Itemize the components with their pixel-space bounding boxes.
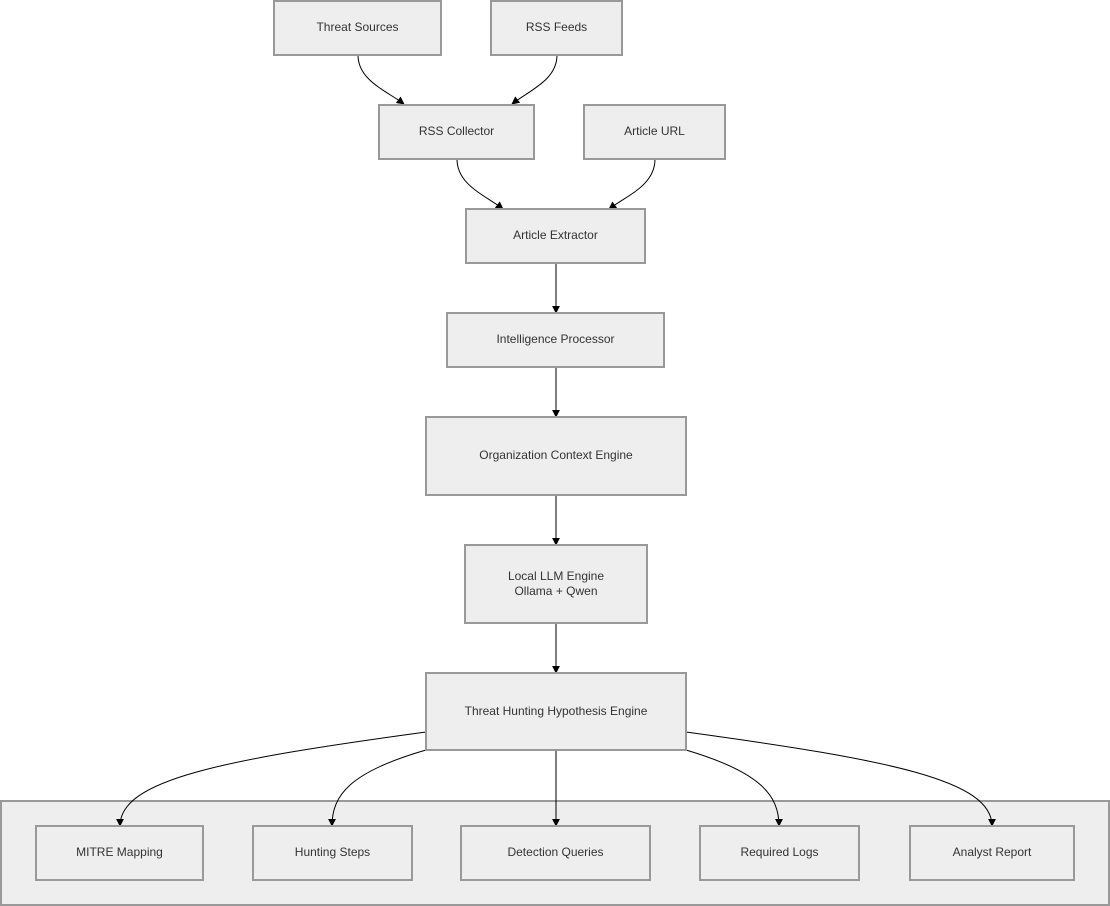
node-organization-context-engine[interactable]: Organization Context Engine xyxy=(425,416,687,496)
node-threat-sources[interactable]: Threat Sources xyxy=(273,0,442,56)
node-local-llm-engine[interactable]: Local LLM Engine Ollama + Qwen xyxy=(464,544,648,624)
node-label: Threat Sources xyxy=(316,20,398,34)
node-mitre-mapping[interactable]: MITRE Mapping xyxy=(35,825,204,881)
node-hunting-steps[interactable]: Hunting Steps xyxy=(252,825,413,881)
edge-threat-sources-to-rss-collector xyxy=(357,54,405,105)
edge-hypothesis-engine-to-required-logs xyxy=(685,749,783,827)
node-detection-queries[interactable]: Detection Queries xyxy=(460,825,651,881)
node-label-line2: Ollama + Qwen xyxy=(514,584,597,598)
edge-article-url-to-article-extractor xyxy=(608,158,656,210)
node-label: Analyst Report xyxy=(953,845,1032,859)
node-article-extractor[interactable]: Article Extractor xyxy=(465,208,646,264)
node-label: RSS Feeds xyxy=(526,20,587,34)
node-label: Article Extractor xyxy=(513,228,598,242)
node-threat-hunting-hypothesis-engine[interactable]: Threat Hunting Hypothesis Engine xyxy=(425,672,687,751)
node-label: Detection Queries xyxy=(507,845,603,859)
node-label: Threat Hunting Hypothesis Engine xyxy=(465,704,648,718)
node-rss-feeds[interactable]: RSS Feeds xyxy=(490,0,623,56)
node-label: Article URL xyxy=(624,124,685,138)
node-label: RSS Collector xyxy=(419,124,494,138)
node-label: Organization Context Engine xyxy=(479,448,633,462)
node-intelligence-processor[interactable]: Intelligence Processor xyxy=(446,312,665,368)
node-label: Hunting Steps xyxy=(295,845,370,859)
node-label: Intelligence Processor xyxy=(496,332,614,346)
node-label: Required Logs xyxy=(740,845,818,859)
node-rss-collector[interactable]: RSS Collector xyxy=(378,104,535,160)
edge-hypothesis-engine-to-mitre-mapping xyxy=(116,731,427,827)
node-article-url[interactable]: Article URL xyxy=(583,104,726,160)
edge-hypothesis-engine-to-hunting-steps xyxy=(328,749,427,827)
edge-hypothesis-engine-to-analyst-report xyxy=(685,731,996,827)
edge-rss-collector-to-article-extractor xyxy=(456,158,504,210)
edge-rss-feeds-to-rss-collector xyxy=(511,54,558,105)
edges xyxy=(116,54,996,827)
node-analyst-report[interactable]: Analyst Report xyxy=(909,825,1075,881)
node-label-line1: Local LLM Engine xyxy=(508,569,604,583)
node-label: MITRE Mapping xyxy=(76,845,163,859)
node-required-logs[interactable]: Required Logs xyxy=(699,825,860,881)
